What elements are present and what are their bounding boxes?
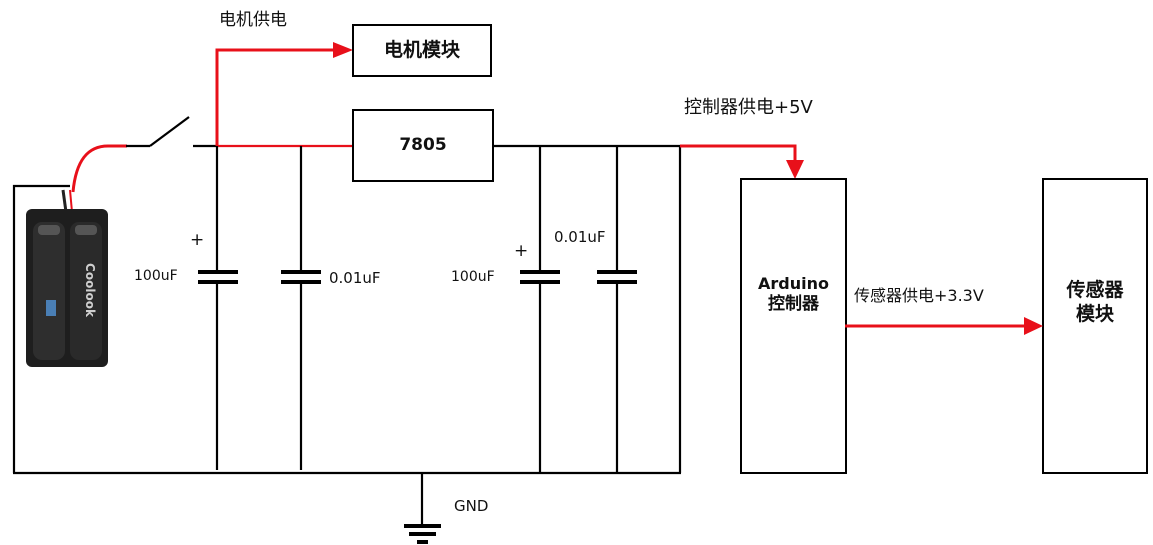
sensor-supply-arrowhead <box>1024 317 1043 335</box>
cap1-polarity-mark: + <box>190 230 205 250</box>
arduino-label-line2: 控制器 <box>768 294 819 315</box>
motor-supply-arrowhead <box>333 42 353 58</box>
cap2-value-label: 0.01uF <box>329 269 381 287</box>
sensor-module-label: 传感器 模块 <box>1043 268 1147 338</box>
cap3-value-label: 100uF <box>451 269 495 285</box>
motor-supply-label: 电机供电 <box>219 10 287 30</box>
sensor-label-line1: 传感器 <box>1066 279 1124 302</box>
motor-module-box <box>352 24 492 77</box>
controller-supply-line <box>680 144 797 164</box>
sensor-module-box <box>1042 178 1148 474</box>
motor-supply-line <box>215 48 340 146</box>
motor-module-label: 电机模块 <box>353 25 491 76</box>
battery-positive-wire <box>71 144 127 193</box>
regulator-7805-box <box>352 109 494 182</box>
battery-brand-text: Coolook <box>83 263 97 318</box>
battery-negative-wire <box>12 184 70 473</box>
gnd-label: GND <box>454 497 489 515</box>
cap3-polarity-mark: + <box>514 241 529 261</box>
arduino-label-line1: Arduino <box>758 274 829 294</box>
sensor-label-line2: 模块 <box>1075 303 1114 325</box>
arduino-label: Arduino 控制器 <box>741 260 846 330</box>
regulator-text: 7805 <box>399 134 447 155</box>
motor-module-text: 电机模块 <box>383 38 460 61</box>
controller-supply-label: 控制器供电+5V <box>684 97 813 118</box>
cap4-value-label: 0.01uF <box>554 228 606 246</box>
sensor-supply-label: 传感器供电+3.3V <box>854 286 984 305</box>
ground-icon <box>404 473 441 544</box>
battery-holder-icon: Coolook <box>26 189 108 367</box>
arduino-controller-box <box>740 178 847 474</box>
switch-icon <box>126 116 217 148</box>
controller-supply-arrowhead <box>786 160 804 179</box>
cap1-value-label: 100uF <box>134 268 178 284</box>
regulator-label: 7805 <box>353 110 493 181</box>
